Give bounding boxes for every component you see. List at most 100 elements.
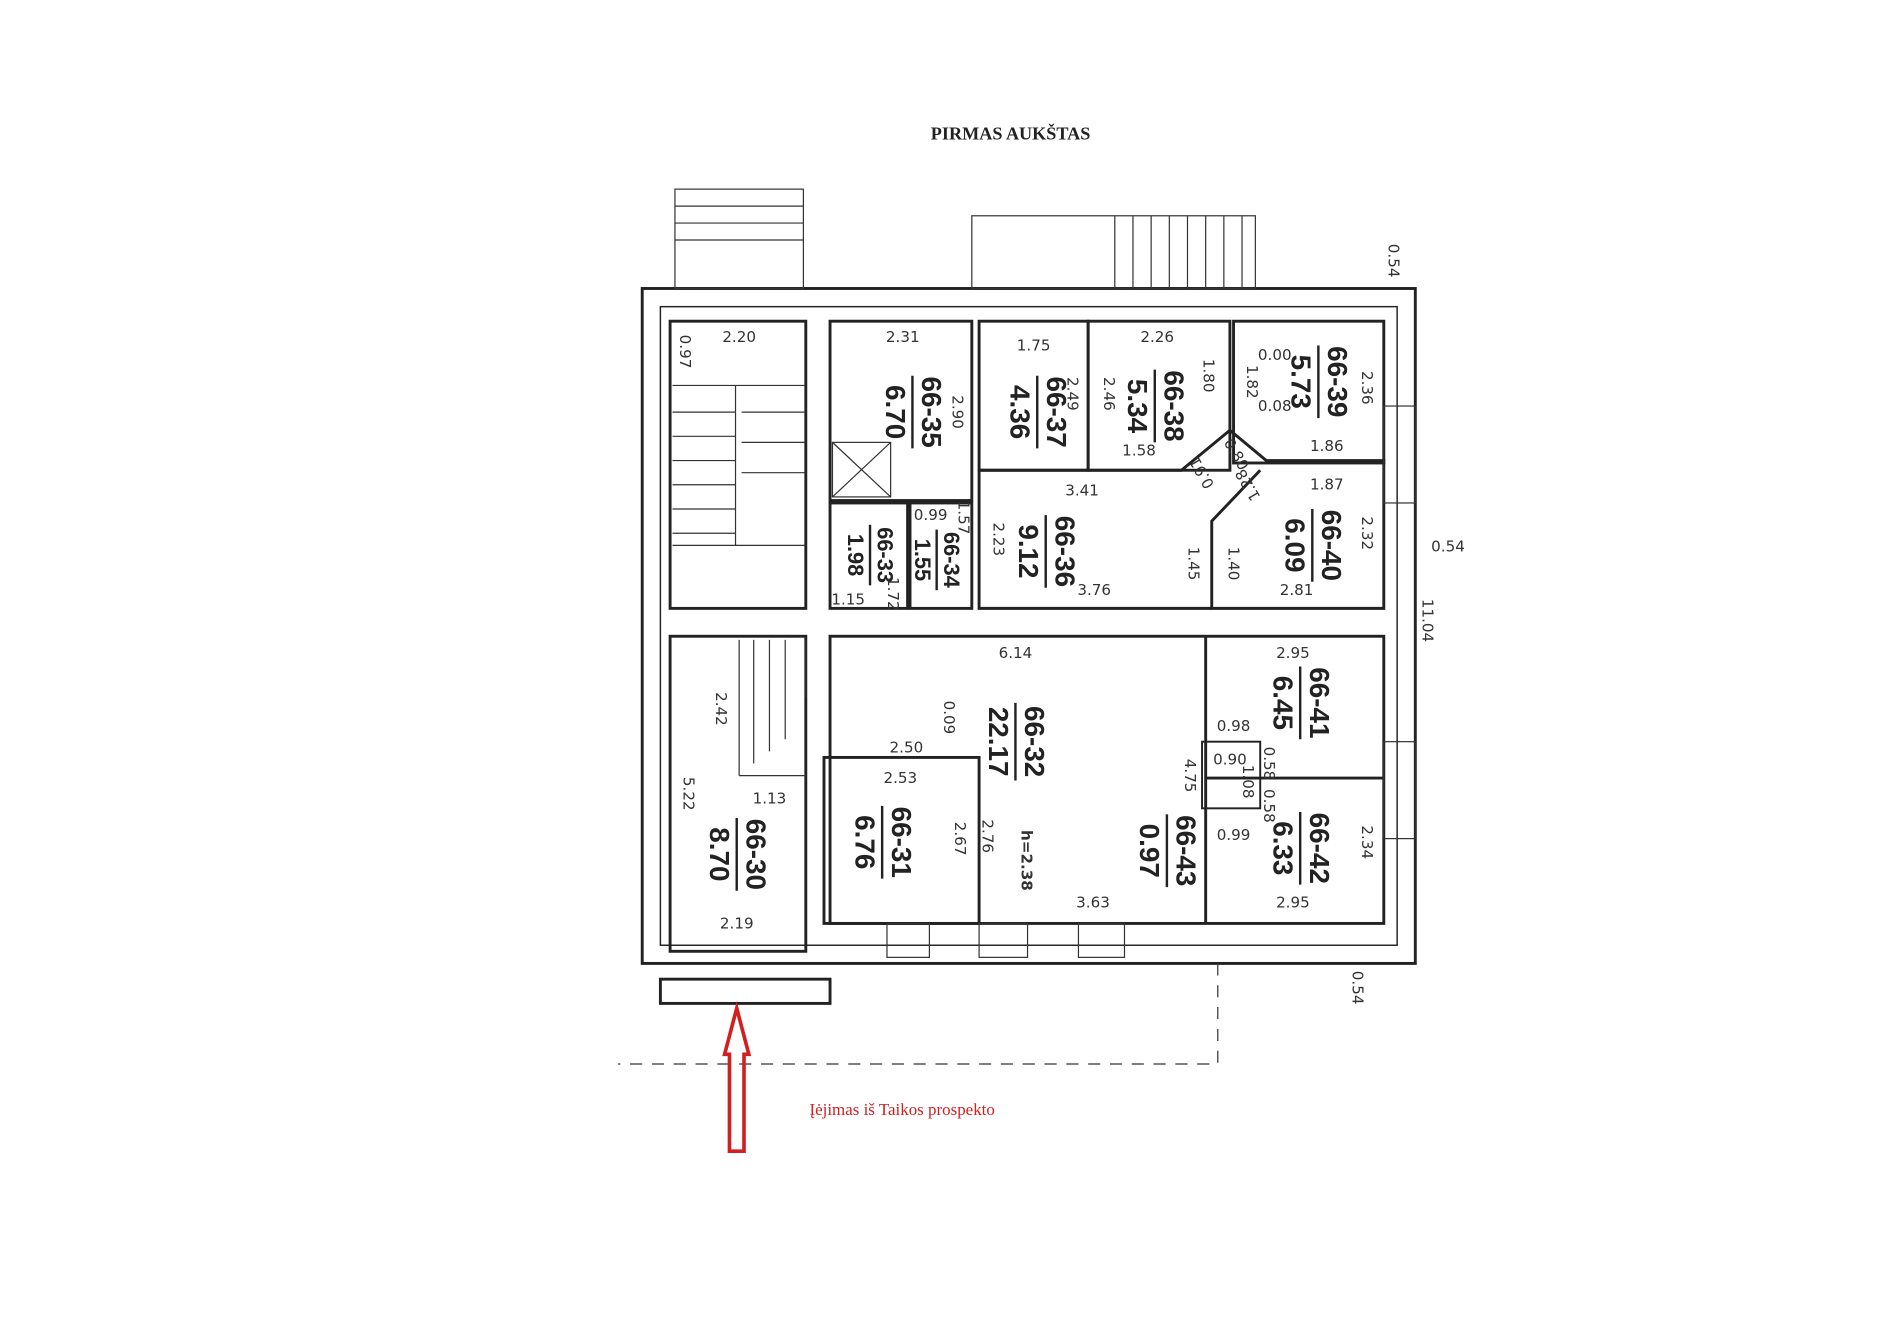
room-66-36[interactable]: 66-369.12 (1013, 515, 1080, 588)
dim: 2.67 (951, 822, 969, 856)
room-66-37[interactable]: 66-374.36 (1005, 375, 1072, 449)
svg-text:6.09: 6.09 (1280, 518, 1311, 572)
dim: 0.90 (1213, 751, 1247, 769)
dim: 1.45 (1185, 547, 1203, 581)
dim: 2.76 (979, 819, 997, 853)
walls (617, 188, 1417, 1065)
dim: 1.72 (884, 577, 902, 611)
room-66-41[interactable]: 66-416.45 (1268, 666, 1335, 740)
room-66-35[interactable]: 66-356.70 (880, 375, 947, 449)
dim: 0.54 (1431, 537, 1465, 555)
room-66-39[interactable]: 66-395.73 (1286, 345, 1353, 419)
svg-text:66-30: 66-30 (740, 819, 771, 890)
svg-text:66-37: 66-37 (1041, 376, 1072, 447)
entrance-arrow-icon (722, 1001, 752, 1154)
svg-text:66-36: 66-36 (1049, 516, 1080, 587)
dim: 2.46 (1100, 377, 1118, 411)
room-labels: 66-356.70 66-374.36 66-385.34 66-395.73 … (704, 345, 1353, 891)
dim: 2.95 (1276, 644, 1310, 662)
svg-text:66-41: 66-41 (1304, 667, 1335, 738)
svg-text:1.55: 1.55 (910, 539, 935, 581)
dim: 0.00 (1258, 346, 1292, 364)
svg-text:6.45: 6.45 (1268, 676, 1299, 730)
dim: 4.75 (1181, 759, 1199, 793)
dim: 0.99 (1217, 826, 1251, 844)
svg-text:6.76: 6.76 (849, 815, 880, 869)
dim: 2.34 (1358, 825, 1376, 859)
svg-text:5.34: 5.34 (1122, 379, 1153, 434)
dim: 2.50 (890, 739, 924, 757)
dim: 1.40 (1225, 547, 1243, 581)
dim: h=2.38 (1017, 830, 1035, 891)
dim: 0.58 (1260, 747, 1278, 781)
svg-text:66-40: 66-40 (1316, 510, 1347, 581)
dim: 1.58 (1122, 442, 1156, 460)
dim: 1.13 (753, 789, 787, 807)
dim: 5.22 (679, 777, 697, 811)
room-66-33[interactable]: 66-331.98 (843, 524, 897, 586)
dim: 2.23 (990, 522, 1008, 556)
svg-text:66-43: 66-43 (1171, 815, 1202, 886)
room-66-30[interactable]: 66-308.70 (704, 818, 771, 891)
dim: 1.57 (954, 501, 972, 535)
room-66-42[interactable]: 66-426.33 (1268, 811, 1335, 885)
svg-text:66-39: 66-39 (1322, 346, 1353, 417)
room-66-40[interactable]: 66-406.09 (1280, 509, 1347, 582)
entrance-label: Įėjimas iš Taikos prospekto (809, 1100, 994, 1119)
room-66-38[interactable]: 66-385.34 (1122, 369, 1189, 443)
dim: 2.81 (1280, 581, 1314, 599)
dim: 0.97 (676, 335, 694, 369)
svg-text:9.12: 9.12 (1013, 524, 1044, 578)
svg-text:1.98: 1.98 (843, 534, 868, 576)
dim: 0.99 (914, 506, 948, 524)
dim: 0.09 (940, 701, 958, 735)
svg-text:6.70: 6.70 (880, 385, 911, 439)
dim: 3.63 (1076, 894, 1110, 912)
svg-text:22.17: 22.17 (983, 707, 1014, 777)
dim: 2.36 (1358, 371, 1376, 405)
dim: 3.41 (1065, 482, 1099, 500)
dim: 0.91 (1186, 454, 1218, 492)
dim: 1.86 (1310, 437, 1344, 455)
dim: 0.54 (1385, 244, 1403, 278)
dim: 1.87 (1310, 476, 1344, 494)
svg-text:66-34: 66-34 (939, 532, 964, 588)
plan-title: PIRMAS AUKŠTAS (931, 122, 1091, 143)
svg-text:8.70: 8.70 (704, 827, 735, 881)
dim: 2.53 (883, 769, 917, 787)
room-66-43[interactable]: 66-430.97 (1134, 814, 1202, 888)
dim: 2.95 (1276, 894, 1310, 912)
dim: 11.04 (1419, 599, 1437, 642)
room-66-34[interactable]: 66-341.55 (910, 529, 964, 591)
svg-text:66-35: 66-35 (916, 376, 947, 447)
svg-text:66-31: 66-31 (886, 807, 917, 878)
svg-text:4.36: 4.36 (1005, 385, 1036, 439)
dim: 2.90 (948, 395, 966, 429)
dimension-labels: 2.20 0.97 2.31 2.90 1.75 2.49 2.26 2.46 … (676, 244, 1465, 1005)
dim: 2.19 (720, 914, 754, 932)
dim: 1.80 (1199, 359, 1217, 393)
dim: 0.54 (1348, 971, 1366, 1005)
dim: 1.75 (1017, 336, 1051, 354)
dim: 1.15 (831, 591, 865, 609)
dim: 0.08 (1258, 397, 1292, 415)
svg-text:66-32: 66-32 (1019, 706, 1050, 777)
svg-text:6.33: 6.33 (1268, 821, 1299, 875)
dim: 2.31 (886, 328, 920, 346)
svg-text:66-33: 66-33 (872, 527, 897, 583)
svg-text:5.73: 5.73 (1286, 355, 1317, 409)
dim: 2.49 (1064, 377, 1082, 411)
svg-text:66-42: 66-42 (1304, 813, 1335, 884)
dim: 2.32 (1358, 516, 1376, 550)
dim: 2.42 (712, 692, 730, 726)
dim: 0.98 (1217, 717, 1251, 735)
dim: 2.20 (722, 328, 756, 346)
dim: 1.82 (1243, 365, 1261, 399)
svg-text:0.97: 0.97 (1134, 824, 1165, 878)
dim: 2.26 (1140, 328, 1174, 346)
room-66-31[interactable]: 66-316.76 (849, 805, 917, 879)
dim: 3.76 (1077, 581, 1111, 599)
dim: 1.08 (1239, 765, 1257, 799)
dim: 0.58 (1260, 789, 1278, 823)
